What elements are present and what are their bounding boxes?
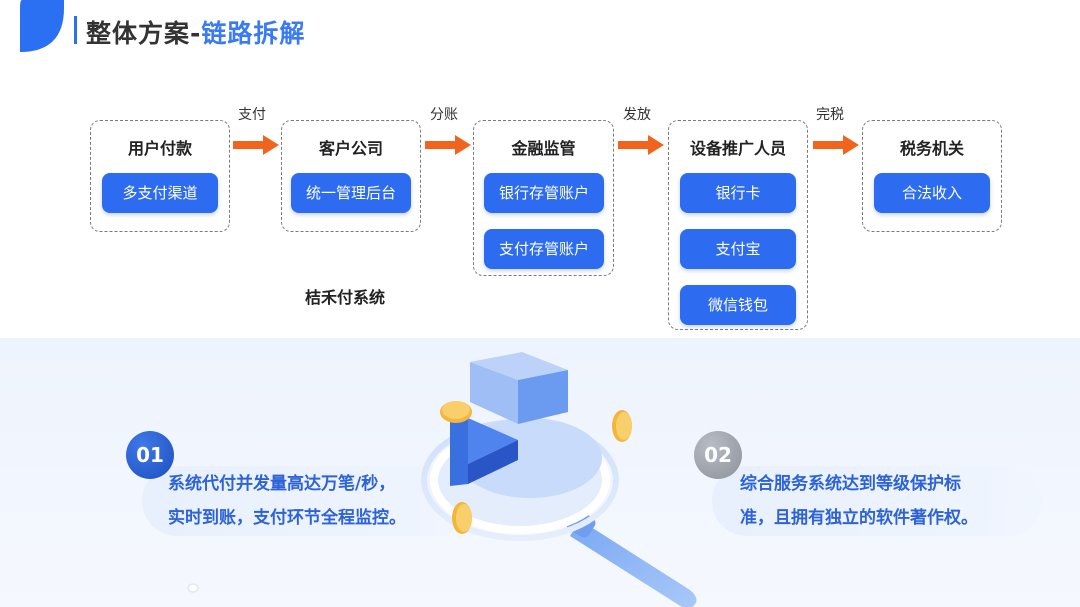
edge-label: 发放	[623, 107, 651, 123]
system-label: 桔禾付系统	[305, 288, 386, 307]
title-main: 整体方案	[86, 19, 191, 48]
coin-icon	[440, 401, 472, 423]
title-sub: 链路拆解	[201, 19, 306, 48]
node-item: 统一管理后台	[291, 173, 411, 213]
title-accent-bar	[74, 16, 77, 44]
feature-line: 系统代付并发量高达万笔/秒，	[168, 474, 396, 494]
title-separator: -	[190, 19, 202, 48]
edge-label: 分账	[430, 107, 458, 123]
node-item: 银行存管账户	[484, 173, 604, 213]
page-title: 整体方案-链路拆解	[86, 14, 305, 50]
feature-text: 系统代付并发量高达万笔/秒， 实时到账，支付环节全程监控。	[168, 467, 406, 535]
ring-decoration-icon	[187, 583, 199, 593]
node-client-company: 客户公司 统一管理后台	[281, 120, 421, 232]
node-item: 微信钱包	[680, 285, 796, 325]
arrow-right-icon	[425, 135, 471, 155]
node-device-promoters: 设备推广人员 银行卡 支付宝 微信钱包	[668, 120, 808, 330]
node-item: 支付存管账户	[484, 229, 604, 269]
node-title: 客户公司	[318, 139, 383, 158]
feature-line: 实时到账，支付环节全程监控。	[168, 508, 406, 528]
node-item: 支付宝	[680, 229, 796, 269]
node-user-payment: 用户付款 多支付渠道	[90, 120, 230, 232]
edge-label: 支付	[238, 107, 266, 123]
feature-number-badge: 01	[126, 431, 174, 479]
node-title: 用户付款	[127, 139, 192, 158]
feature-number-badge: 02	[694, 431, 742, 479]
corner-shape-icon	[20, 0, 64, 52]
node-title: 设备推广人员	[689, 139, 786, 158]
node-financial-supervision: 金融监管 银行存管账户 支付存管账户	[473, 120, 614, 276]
feature-text: 综合服务系统达到等级保护标 准，且拥有独立的软件著作权。	[740, 467, 978, 535]
edge-label: 完税	[816, 107, 844, 123]
feature-pill	[712, 466, 1042, 536]
feature-pill	[142, 466, 472, 536]
node-title: 税务机关	[899, 139, 964, 158]
coin-icon	[612, 410, 632, 442]
magnifier-pie-chart-icon	[421, 352, 697, 607]
node-item: 多支付渠道	[102, 173, 218, 213]
arrow-right-icon	[813, 135, 859, 155]
feature-line: 准，且拥有独立的软件著作权。	[740, 508, 978, 528]
coin-icon	[452, 502, 472, 534]
node-item: 银行卡	[680, 173, 796, 213]
feature-line: 综合服务系统达到等级保护标	[740, 474, 961, 494]
node-item: 合法收入	[874, 173, 990, 213]
arrow-right-icon	[618, 135, 664, 155]
node-tax-authority: 税务机关 合法收入	[862, 120, 1002, 232]
arrow-right-icon	[233, 135, 279, 155]
node-title: 金融监管	[511, 139, 576, 158]
